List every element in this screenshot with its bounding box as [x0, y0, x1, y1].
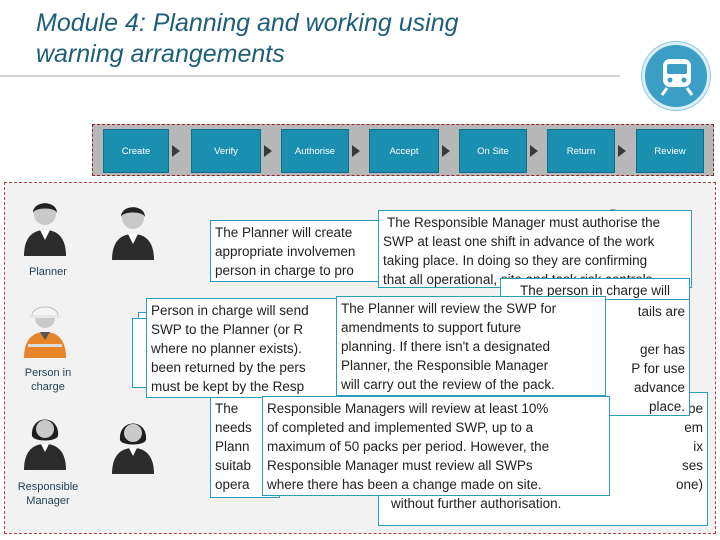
callout-pic-return: Person in charge will send SWP to the Pl…	[146, 298, 342, 398]
arrow-right-icon	[352, 145, 360, 157]
role-label-pic-line-2: charge	[31, 381, 65, 393]
callout-text: Planner, the Responsible Manager	[341, 358, 549, 373]
callout-text: appropriate involvemen	[215, 244, 356, 259]
planner-avatar-icon	[112, 207, 154, 260]
step-review[interactable]: Review	[636, 129, 704, 173]
person-in-charge-avatar-icon	[24, 306, 66, 358]
callout-text: be	[687, 401, 703, 416]
callout-text: opera	[215, 477, 250, 492]
arrow-right-icon	[442, 145, 450, 157]
role-label-rm-line-1: Responsible	[17, 481, 79, 493]
callout-text: without further authorisation.	[391, 496, 562, 511]
title-line-1: Module 4: Planning and working using	[36, 9, 459, 37]
callout-text: em	[684, 420, 703, 435]
callout-text: SWP at least one shift in advance of the…	[383, 234, 655, 249]
step-on-site[interactable]: On Site	[459, 129, 527, 173]
callout-text: will carry out the review of the pack.	[341, 377, 555, 392]
callout-text: suitab	[215, 458, 252, 473]
callout-text: The	[215, 401, 239, 416]
callout-text: P for use	[631, 361, 685, 376]
step-authorise[interactable]: Authorise	[281, 129, 349, 173]
callout-text: Responsible Manager must review all SWPs	[267, 458, 533, 473]
callout-pic-on-site: The person in charge will tails are ger …	[596, 280, 690, 416]
arrow-right-icon	[172, 145, 180, 157]
callout-text: Plann	[215, 439, 250, 454]
step-create[interactable]: Create	[103, 129, 169, 173]
callout-text: maximum of 50 packs per period. However,…	[267, 439, 550, 454]
role-label-responsible-manager: Responsible Manager	[8, 480, 88, 508]
role-label-rm-line-2: Manager	[26, 495, 70, 507]
callout-text: person in charge to pro	[215, 263, 354, 278]
responsible-manager-avatar-icon	[112, 423, 154, 474]
callout-text: of completed and implemented SWP, up to …	[267, 420, 534, 435]
callout-rm-authorise: The Responsible Manager must authorise t…	[378, 210, 692, 288]
callout-text: The person in charge will	[519, 283, 671, 298]
train-icon	[660, 59, 694, 96]
callout-text: ses	[681, 458, 703, 473]
arrow-right-icon	[264, 145, 272, 157]
role-label-planner: Planner	[29, 266, 67, 278]
callout-text: planning. If there isn't a designated	[341, 339, 550, 354]
callout-text: SWP to the Planner (or R	[151, 322, 304, 337]
step-verify[interactable]: Verify	[191, 129, 261, 173]
title-line-2: warning arrangements	[36, 40, 285, 68]
callout-text: where there has been a change made on si…	[267, 477, 542, 492]
callout-text: been returned by the pers	[151, 360, 306, 375]
step-accept[interactable]: Accept	[369, 129, 439, 173]
callout-text: Person in charge will send	[151, 303, 309, 318]
step-return[interactable]: Return	[547, 129, 615, 173]
callout-text: taking place. In doing so they are confi…	[383, 253, 648, 268]
train-logo	[642, 42, 710, 110]
arrow-right-icon	[530, 145, 538, 157]
callout-text: advance	[633, 380, 685, 395]
callout-text: Responsible Managers will review at leas…	[267, 401, 549, 416]
callout-text: The Responsible Manager must authorise t…	[387, 215, 661, 230]
callout-text: place.	[648, 399, 685, 414]
callout-text: ix	[693, 439, 703, 454]
responsible-manager-avatar-icon	[24, 419, 66, 470]
callout-text: The Planner will create	[215, 225, 353, 240]
callout-text: must be kept by the Resp	[151, 379, 305, 394]
callout-text: amendments to support future	[341, 320, 522, 335]
callout-planner-create: The Planner will create appropriate invo…	[210, 220, 390, 282]
callout-text: ger has	[639, 342, 685, 357]
arrow-right-icon	[618, 145, 626, 157]
planner-avatar-icon	[24, 203, 66, 256]
title-divider	[0, 75, 620, 77]
callout-text: one)	[675, 477, 703, 492]
callout-text: The Planner will review the SWP for	[341, 301, 557, 316]
page-title: Module 4: Planning and working using war…	[36, 8, 596, 70]
callout-rm-review: Responsible Managers will review at leas…	[262, 396, 610, 496]
callout-text: needs	[215, 420, 252, 435]
callout-planner-review: The Planner will review the SWP for amen…	[336, 296, 606, 396]
role-label-pic-line-1: Person in	[24, 367, 72, 379]
role-label-person-in-charge: Person in charge	[14, 366, 82, 394]
callout-text: where no planner exists).	[151, 341, 302, 356]
callout-text: tails are	[637, 304, 685, 319]
